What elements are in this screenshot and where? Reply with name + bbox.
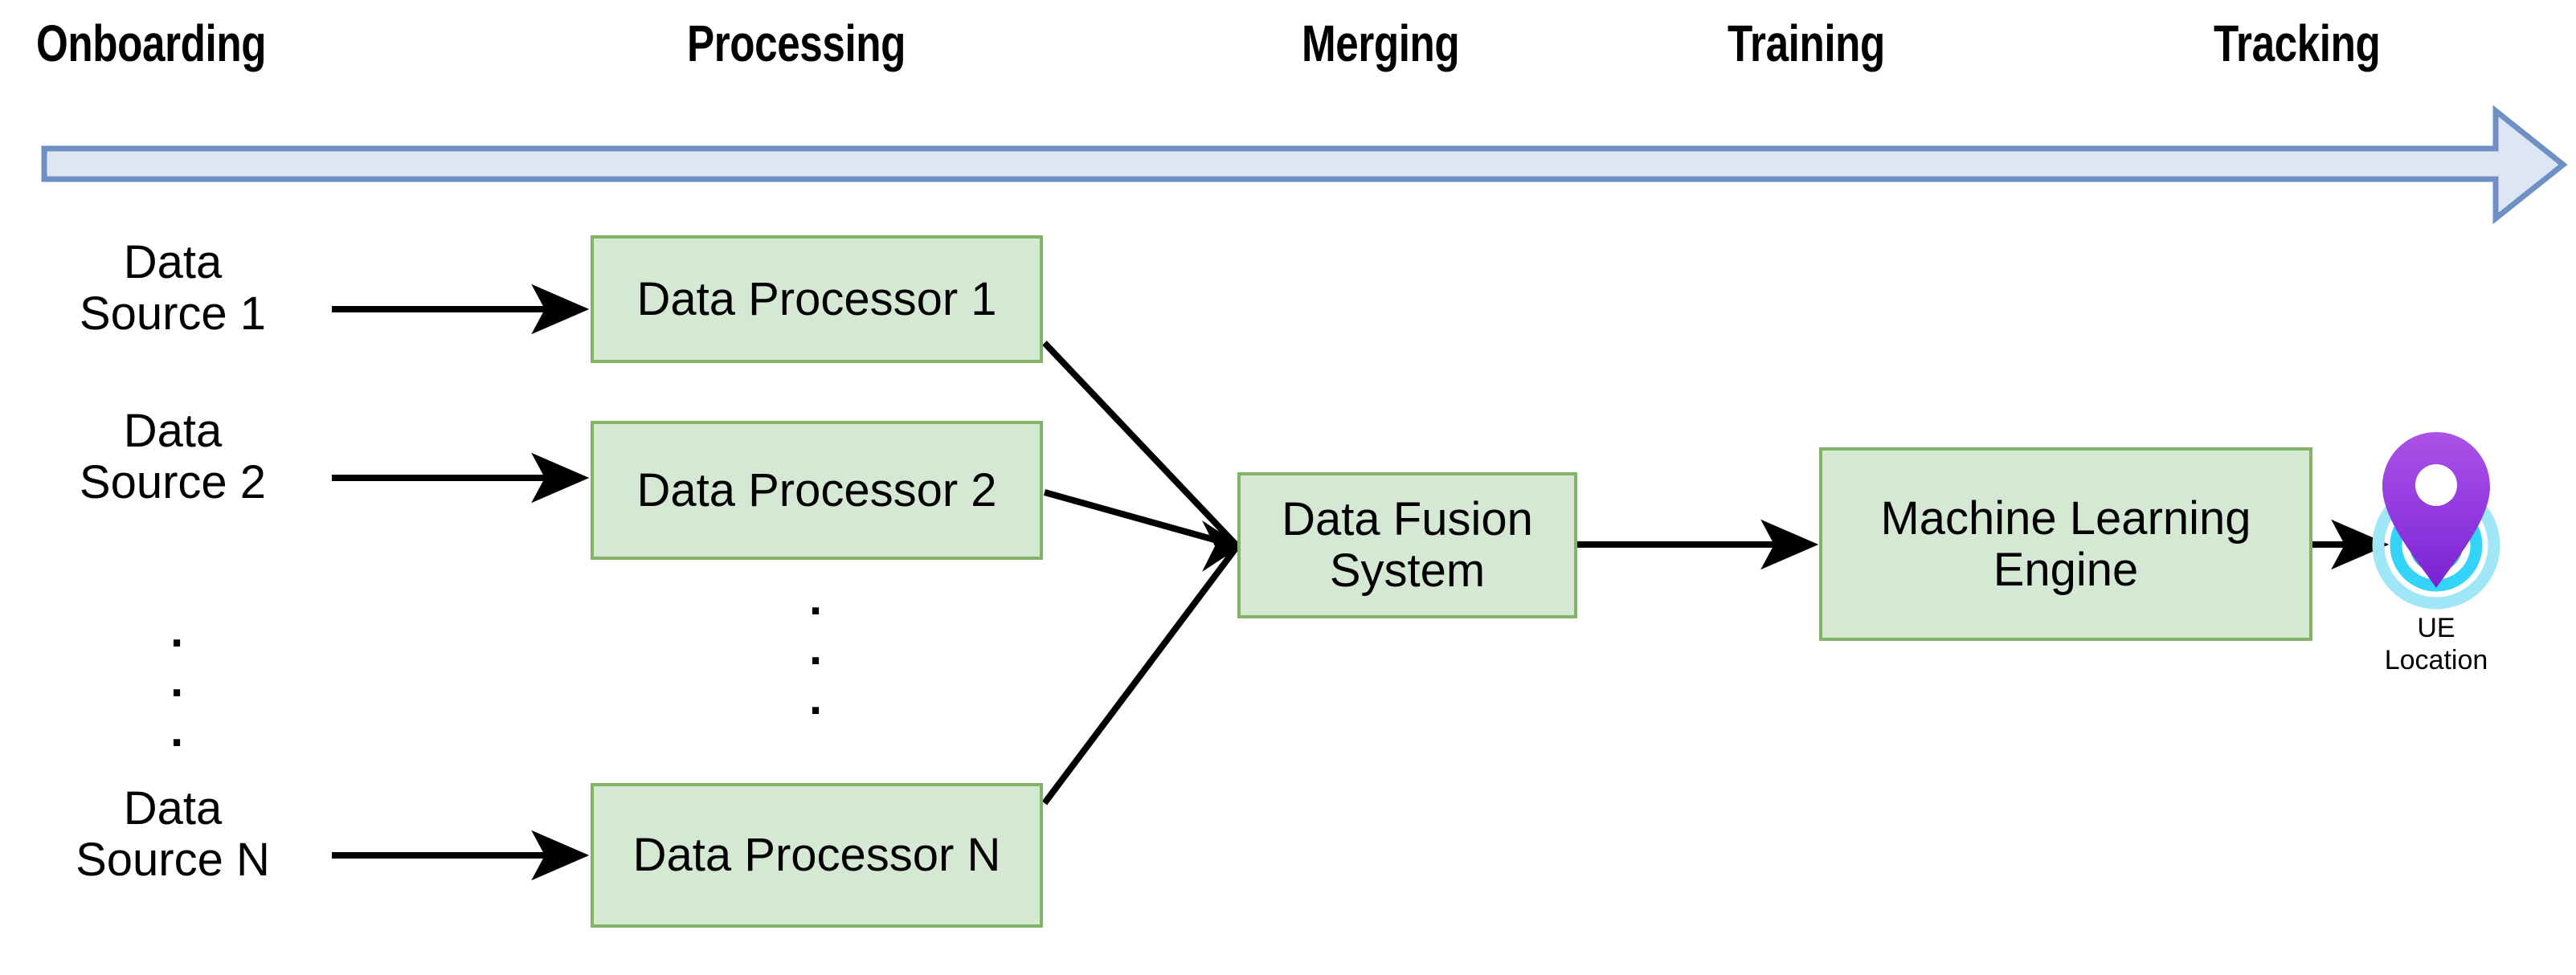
connector-processor2-to-fusion bbox=[1043, 489, 1239, 549]
data-processor-2-box[interactable]: Data Processor 2 bbox=[591, 421, 1043, 560]
signal-ring-outer bbox=[2372, 481, 2500, 610]
connector-processorN-to-fusion bbox=[1041, 544, 1241, 806]
signal-ring-mid bbox=[2390, 499, 2483, 592]
phase-label-tracking: Tracking bbox=[2214, 14, 2381, 72]
data-processor-ellipsis: . . . bbox=[808, 573, 823, 724]
data-fusion-system-label: Data Fusion System bbox=[1282, 493, 1533, 597]
phase-label-merging: Merging bbox=[1302, 14, 1460, 72]
data-processor-2-label: Data Processor 2 bbox=[636, 463, 997, 516]
machine-learning-engine-label: Machine Learning Engine bbox=[1880, 492, 2251, 596]
data-processor-1-box[interactable]: Data Processor 1 bbox=[591, 235, 1043, 363]
connector-merge-arrowhead bbox=[1202, 520, 1241, 572]
data-processor-n-label: Data Processor N bbox=[632, 829, 1001, 881]
data-source-2-label: Data Source 2 bbox=[79, 405, 267, 508]
data-processor-1-label: Data Processor 1 bbox=[636, 272, 997, 325]
phase-label-training: Training bbox=[1728, 14, 1885, 72]
phase-label-onboarding: Onboarding bbox=[36, 14, 267, 72]
phase-label-processing: Processing bbox=[687, 14, 906, 72]
machine-learning-engine-box[interactable]: Machine Learning Engine bbox=[1819, 447, 2312, 641]
data-source-n-label: Data Source N bbox=[76, 782, 270, 886]
ue-location-caption: UE Location bbox=[2384, 613, 2488, 675]
map-pin-shape bbox=[2382, 432, 2490, 588]
signal-core-disk bbox=[2410, 519, 2463, 572]
map-pin-hole bbox=[2415, 464, 2457, 506]
data-source-ellipsis: . . . bbox=[170, 605, 184, 757]
data-processor-n-box[interactable]: Data Processor N bbox=[591, 783, 1043, 928]
data-fusion-system-box[interactable]: Data Fusion System bbox=[1237, 472, 1577, 618]
connector-processor1-to-fusion bbox=[1042, 341, 1240, 549]
pipeline-timeline-arrow bbox=[41, 104, 2568, 225]
data-source-1-label: Data Source 1 bbox=[79, 236, 267, 340]
